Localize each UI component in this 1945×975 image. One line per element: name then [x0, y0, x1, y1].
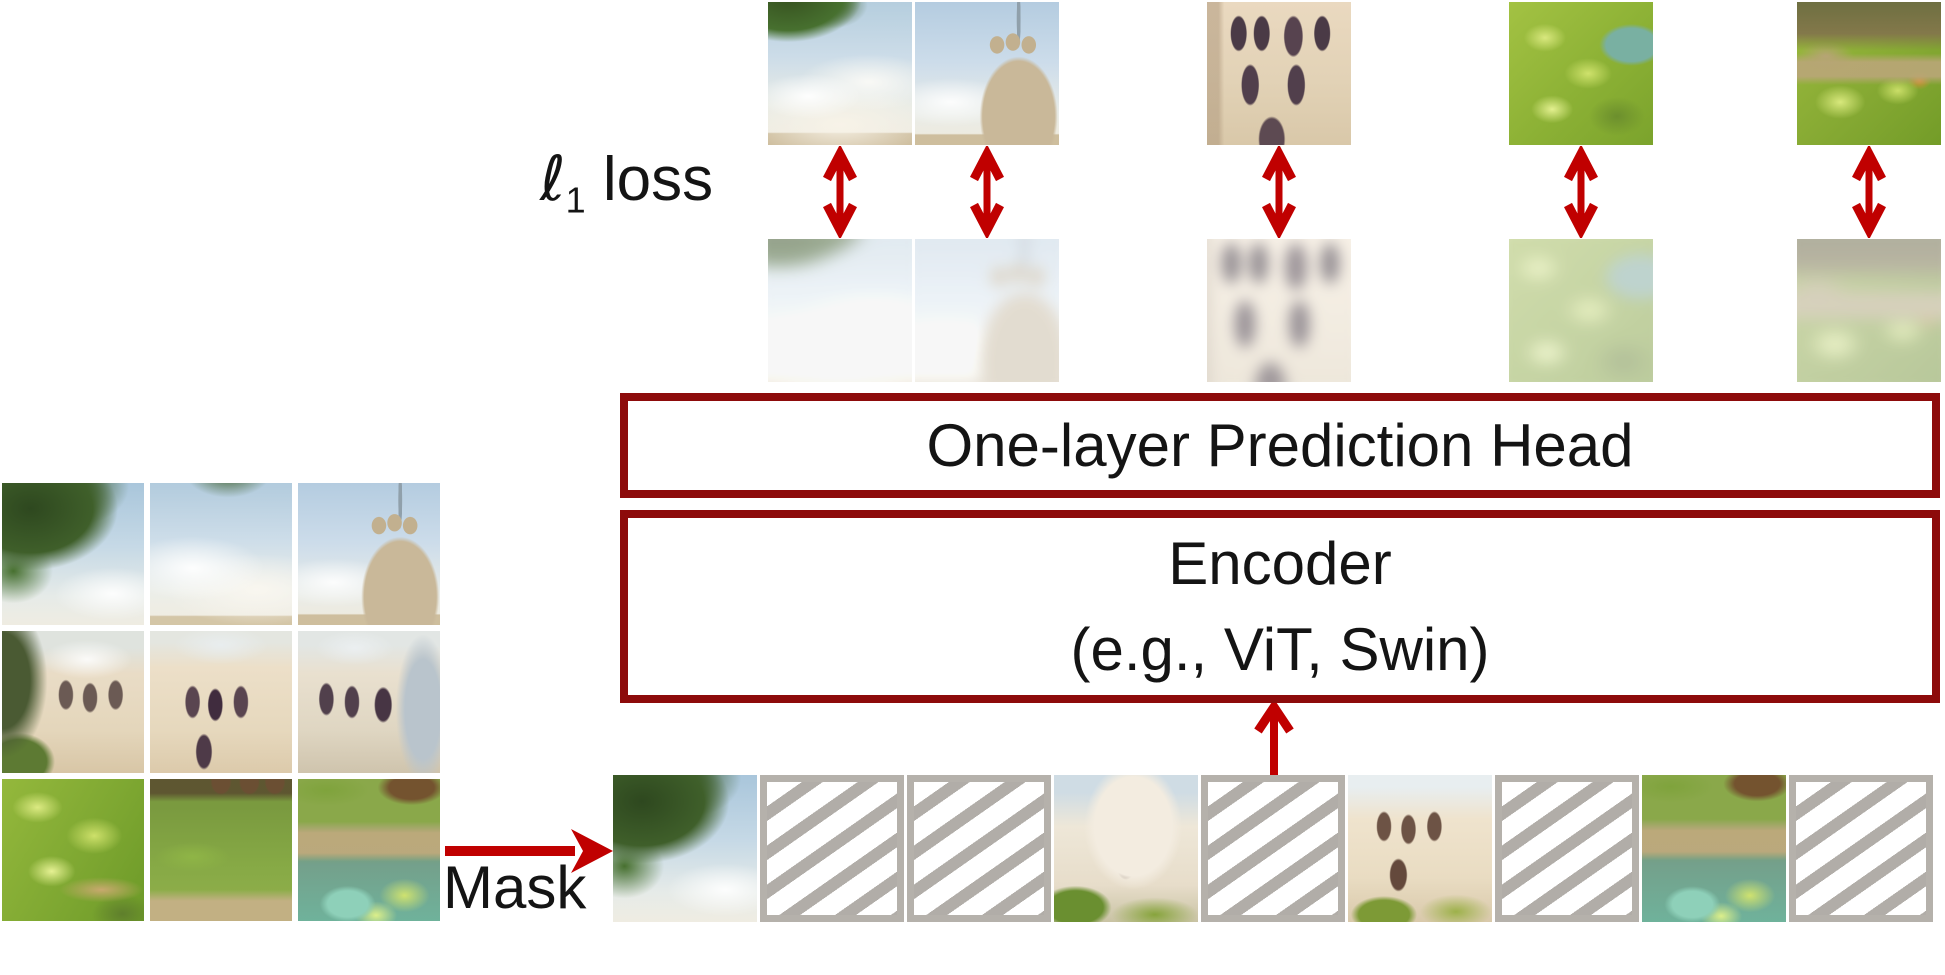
image-patch [150, 779, 292, 921]
reconstruction-area [0, 0, 1945, 385]
image-patch [298, 631, 440, 773]
recon-pair-3 [1207, 2, 1351, 382]
target-patch [1509, 2, 1653, 145]
encoder-label-line2: (e.g., ViT, Swin) [1070, 615, 1490, 683]
l1-loss-double-arrow-icon [1564, 146, 1598, 238]
predicted-patch [768, 239, 912, 382]
mask-token-patch [1201, 775, 1345, 922]
l1-loss-label: ℓ1 loss [540, 148, 713, 219]
image-patch [1348, 775, 1492, 922]
l1-loss-double-arrow-icon [1852, 146, 1886, 238]
image-patch [1054, 775, 1198, 922]
target-patch [768, 2, 912, 145]
mask-token-patch [1789, 775, 1933, 922]
image-patch [150, 483, 292, 625]
image-patch [2, 779, 144, 921]
predicted-patch [1207, 239, 1351, 382]
mask-label: Mask [443, 854, 587, 921]
image-patch [1642, 775, 1786, 922]
encoder-box: Encoder (e.g., ViT, Swin) [620, 510, 1940, 703]
masked-token-sequence [613, 775, 1933, 922]
image-patch [2, 631, 144, 773]
recon-pair-1 [768, 2, 912, 382]
image-patch [613, 775, 757, 922]
target-patch [1797, 2, 1941, 145]
image-patch [2, 483, 144, 625]
l1-loss-double-arrow-icon [970, 146, 1004, 238]
encoder-input-arrow-icon [1254, 703, 1294, 775]
predicted-patch [1509, 239, 1653, 382]
l1-loss-double-arrow-icon [1262, 146, 1296, 238]
l1-symbol: ℓ [540, 142, 566, 215]
loss-word: loss [585, 145, 714, 214]
encoder-label-line1: Encoder [1168, 530, 1392, 598]
prediction-head-label: One-layer Prediction Head [926, 412, 1634, 479]
mask-token-patch [907, 775, 1051, 922]
l1-loss-double-arrow-icon [823, 146, 857, 238]
recon-pair-5 [1797, 2, 1941, 382]
mask-arrow-icon [445, 829, 613, 873]
recon-pair-2 [915, 2, 1059, 382]
image-patch [298, 483, 440, 625]
mask-token-patch [760, 775, 904, 922]
predicted-patch [1797, 239, 1941, 382]
l1-subscript: 1 [565, 179, 586, 221]
target-patch [1207, 2, 1351, 145]
mask-token-patch [1495, 775, 1639, 922]
input-image-grid [2, 483, 440, 921]
recon-pair-4 [1509, 2, 1653, 382]
prediction-head-box: One-layer Prediction Head [620, 393, 1940, 498]
target-patch [915, 2, 1059, 145]
image-patch [298, 779, 440, 921]
predicted-patch [915, 239, 1059, 382]
image-patch [150, 631, 292, 773]
